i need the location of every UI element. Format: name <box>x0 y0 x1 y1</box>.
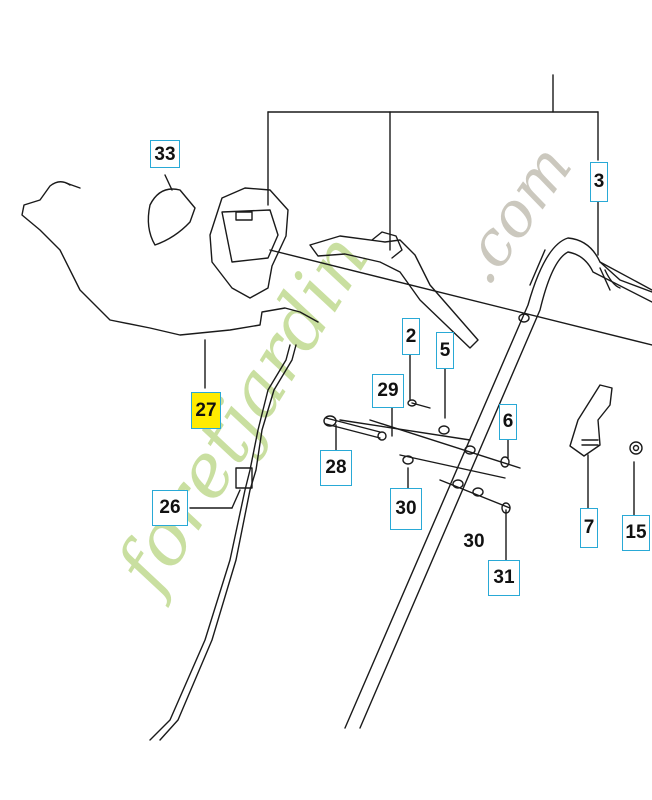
callout-5: 5 <box>436 332 454 369</box>
callout-30-boxed: 30 <box>390 488 422 530</box>
hardware <box>323 399 511 514</box>
part-15-nut <box>629 441 643 455</box>
callout-29: 29 <box>372 374 404 408</box>
callout-31: 31 <box>488 560 520 596</box>
part-27-cable <box>21 181 319 336</box>
leader-lines <box>164 74 652 561</box>
part-33-cover <box>147 188 196 246</box>
callout-2: 2 <box>402 318 420 355</box>
callout-33: 33 <box>150 140 180 168</box>
callout-7: 7 <box>580 508 598 548</box>
callout-3: 3 <box>590 162 608 202</box>
callout-26: 26 <box>152 490 188 526</box>
part-7-clip <box>569 384 613 457</box>
bail-lever <box>309 231 479 349</box>
callout-30-plain: 30 <box>463 531 485 552</box>
switch-housing <box>209 187 289 299</box>
callout-15: 15 <box>622 515 650 551</box>
callout-28: 28 <box>320 450 352 486</box>
part-26-cable <box>149 344 297 741</box>
handle-bar <box>344 237 652 729</box>
callout-27: 27 <box>191 392 221 429</box>
callout-6: 6 <box>499 404 517 440</box>
